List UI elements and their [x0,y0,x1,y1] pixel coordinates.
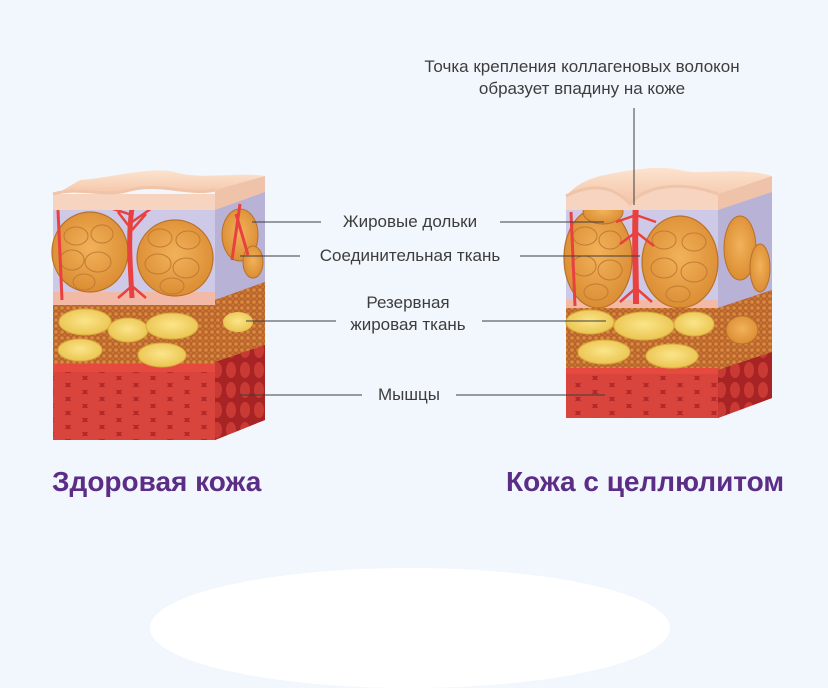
label-reserve-fat: Резервная жировая ткань [336,292,480,336]
skin-illustrations [51,108,772,440]
healthy-skin-block [51,170,265,440]
title-cellulite-skin: Кожа с целлюлитом [506,466,785,497]
callout-line-1: Точка крепления коллагеновых волокон [424,57,740,76]
label-connective-tissue: Соединительная ткань [319,246,501,265]
label-reserve-fat-line-1: Резервная [366,293,450,312]
cellulite-skin-block [563,167,772,418]
title-healthy-skin: Здоровая кожа [52,466,262,497]
label-muscles: Мышцы [378,385,440,404]
label-fat-lobules: Жировые дольки [342,212,478,231]
collagen-callout: Точка крепления коллагеновых волокон обр… [380,56,784,100]
label-reserve-fat-line-2: жировая ткань [350,315,466,334]
callout-line-2: образует впадину на коже [478,79,686,98]
diagram-stage: Точка крепления коллагеновых волокон обр… [51,56,785,688]
leader-lines [240,108,640,396]
